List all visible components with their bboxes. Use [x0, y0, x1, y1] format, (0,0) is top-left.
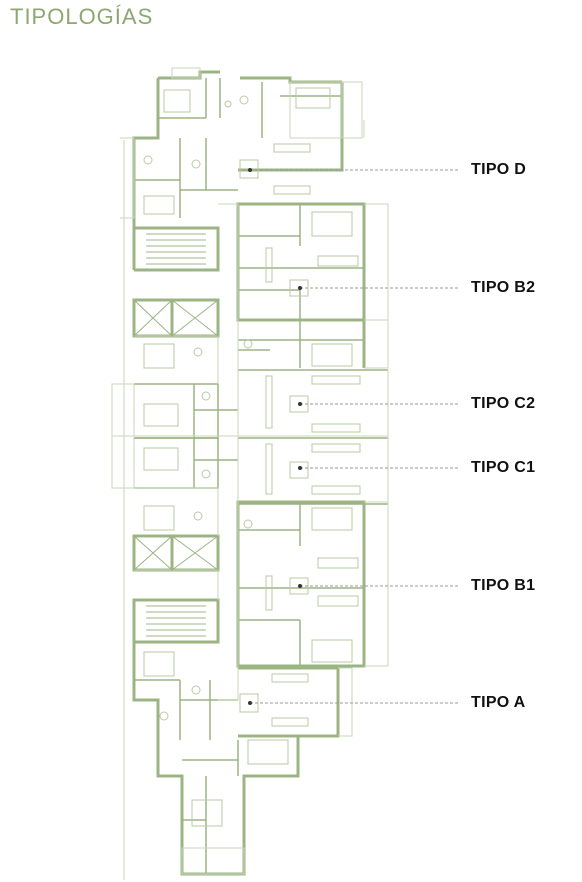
label-tipo-a[interactable]: TIPO A	[471, 694, 526, 711]
label-tipo-b1[interactable]: TIPO B1	[471, 577, 536, 594]
marker-dot-tipo-c2	[298, 402, 302, 406]
page-title: TIPOLOGÍAS	[10, 4, 154, 29]
label-tipo-d[interactable]: TIPO D	[471, 161, 527, 178]
marker-dot-tipo-b1	[298, 584, 302, 588]
label-tipo-c2[interactable]: TIPO C2	[471, 395, 536, 412]
label-tipo-c1[interactable]: TIPO C1	[471, 459, 536, 476]
marker-dot-tipo-d	[248, 168, 252, 172]
marker-dot-tipo-a	[248, 701, 252, 705]
marker-dot-tipo-b2	[298, 286, 302, 290]
marker-dot-tipo-c1	[298, 466, 302, 470]
label-tipo-b2[interactable]: TIPO B2	[471, 279, 536, 296]
